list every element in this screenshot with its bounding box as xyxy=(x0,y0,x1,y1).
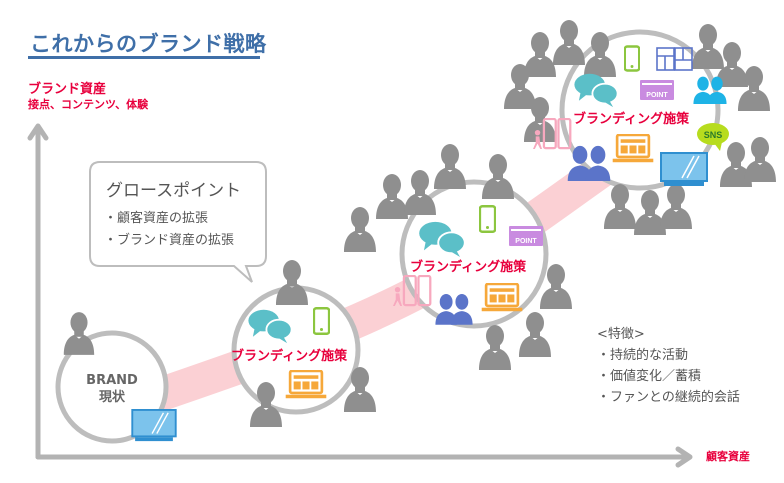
sns-bubble-icon: SNS xyxy=(697,123,729,151)
point-label: POINT xyxy=(515,238,537,245)
person-icon xyxy=(482,154,514,199)
point-card-icon: POINT xyxy=(640,80,674,100)
y-axis-arrowhead xyxy=(27,123,49,141)
callout-bubble xyxy=(89,161,267,283)
brand-label-line1: BRAND xyxy=(86,373,138,388)
callout-title: グロースポイント xyxy=(106,181,242,201)
person-icon xyxy=(479,325,511,370)
feature-item: ・価値変化／蓄積 xyxy=(597,369,702,384)
callout-item: ・顧客資産の拡張 xyxy=(104,211,209,226)
sns-label: SNS xyxy=(704,130,723,140)
feature-item: ・持続的な活動 xyxy=(597,348,689,363)
stage3-label: ブランディング施策 xyxy=(573,112,690,127)
y-axis-subtitle: 接点、コンテンツ、体験 xyxy=(28,98,149,111)
feature-item: ・ファンとの継続的会話 xyxy=(597,390,740,405)
stage1-label: ブランディング施策 xyxy=(231,349,348,364)
x-axis-label: 顧客資産 xyxy=(706,450,750,463)
person-icon xyxy=(63,312,95,355)
brand-label: BRAND 現状 xyxy=(72,372,152,406)
person-icon xyxy=(519,312,551,357)
stage2-label: ブランディング施策 xyxy=(410,260,527,275)
brand-label-line2: 現状 xyxy=(98,390,125,405)
y-axis-title: ブランド資産 xyxy=(28,82,107,97)
person-icon xyxy=(692,24,724,69)
person-icon xyxy=(276,260,308,305)
callout-item: ・ブランド資産の拡張 xyxy=(104,233,235,248)
person-icon xyxy=(434,144,466,189)
person-icon xyxy=(553,20,585,65)
point-card-icon: POINT xyxy=(509,226,543,246)
features-heading: <特徴> xyxy=(597,327,645,342)
person-icon xyxy=(524,32,556,77)
x-axis-arrowhead xyxy=(675,446,693,468)
person-icon xyxy=(344,207,376,252)
axes xyxy=(27,123,693,468)
person-icon xyxy=(376,174,408,219)
person-icon xyxy=(404,170,436,215)
page-title: これからのブランド戦略 xyxy=(30,32,267,56)
person-icon xyxy=(660,184,692,229)
title-underline xyxy=(28,56,260,59)
point-label: POINT xyxy=(646,92,668,99)
person-icon xyxy=(604,184,636,229)
monitor-icon xyxy=(131,409,177,443)
magazine-icon xyxy=(656,47,693,71)
person-icon xyxy=(744,137,776,182)
monitor-icon xyxy=(660,152,708,187)
